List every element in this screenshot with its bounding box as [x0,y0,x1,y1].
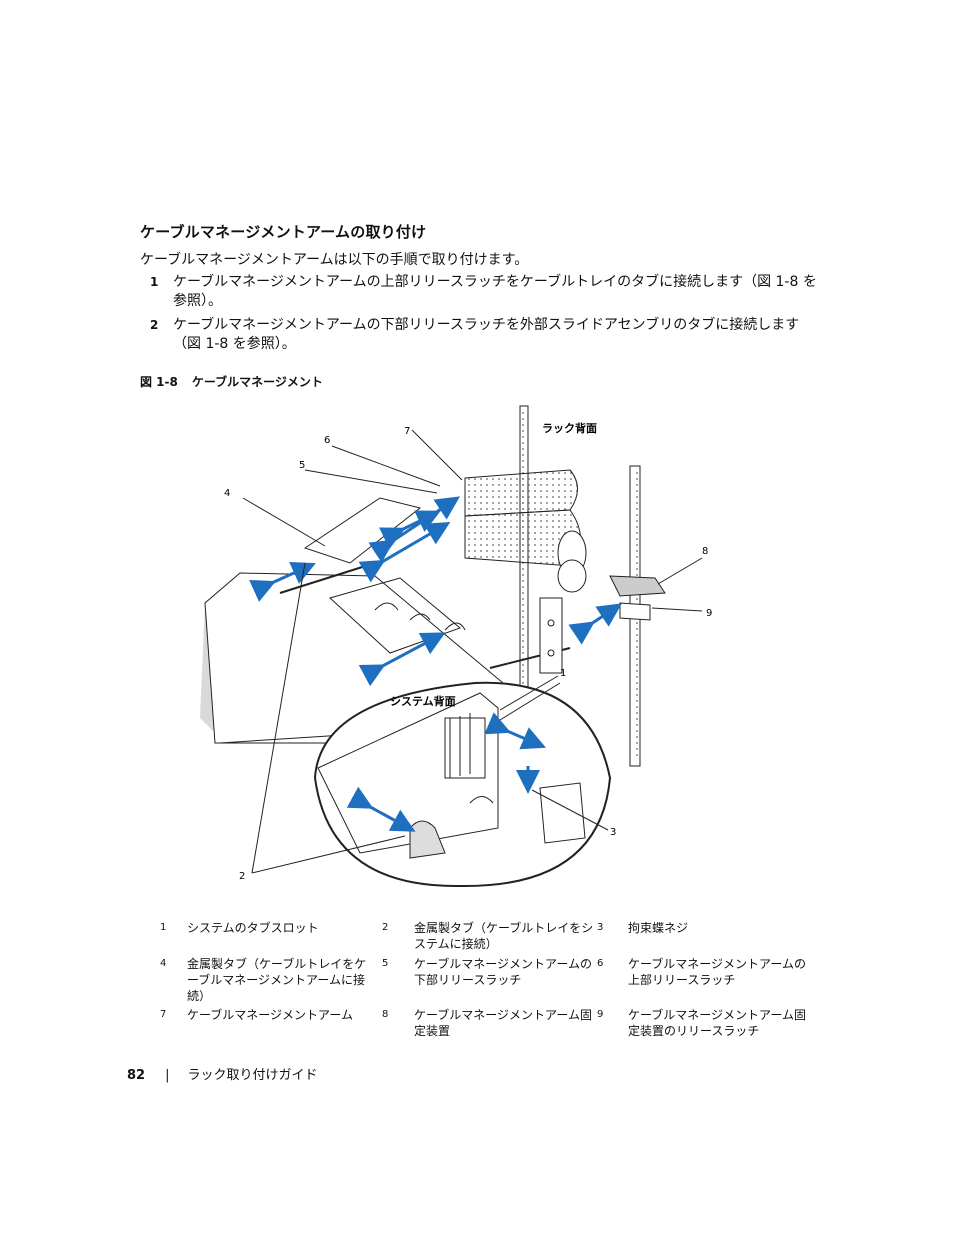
step-text: ケーブルマネージメントアームの上部リリースラッチをケーブルトレイのタブに接続しま… [173,274,817,309]
callout-8: 8 [702,546,708,557]
step-1: 1 ケーブルマネージメントアームの上部リリースラッチをケーブルトレイのタブに接続… [150,273,820,313]
rear-bracket [539,597,563,674]
legend-number: 9 [597,1009,604,1020]
legend-text: ケーブルマネージメントアームの下部リリースラッチ [414,957,592,987]
callout-5: 5 [299,460,305,471]
legend-text: システムのタブスロット [187,921,319,935]
footer-separator: | [165,1068,170,1083]
legend-text: ケーブルマネージメントアーム固定装置 [414,1008,592,1038]
legend-text: 拘束蝶ネジ [628,921,689,935]
callout-6: 6 [324,435,330,446]
legend-number: 5 [382,958,389,969]
step-2: 2 ケーブルマネージメントアームの下部リリースラッチを外部スライドアセンブリのタ… [150,316,820,356]
legend-row: 4 金属製タブ（ケーブルトレイをケーブルマネージメントアームに接続） 5 ケーブ… [160,956,806,1007]
legend-row: 7 ケーブルマネージメントアーム 8 ケーブルマネージメントアーム固定装置 9 … [160,1007,806,1043]
step-number: 2 [150,318,159,332]
figure-number: 図 1-8 [140,375,178,389]
legend-row: 1 システムのタブスロット 2 金属製タブ（ケーブルトレイをシステムに接続） 3… [160,920,800,956]
legend-number: 8 [382,1009,389,1020]
legend-text: ケーブルマネージメントアーム固定装置のリリースラッチ [628,1008,806,1038]
figure-title: ケーブルマネージメント [191,375,323,389]
callout-7: 7 [404,426,410,437]
page-footer: 82 | ラック取り付けガイド [127,1064,318,1083]
legend-text: ケーブルマネージメントアーム [187,1008,353,1022]
step-number: 1 [150,275,159,289]
legend-number: 3 [597,922,604,933]
legend-number: 6 [597,958,604,969]
callout-2: 2 [239,871,245,882]
footer-title: ラック取り付けガイド [187,1068,318,1083]
callout-4: 4 [224,488,230,499]
legend-number: 4 [160,958,167,969]
callout-1: 1 [560,668,566,679]
arm-retention-device [609,575,666,621]
section-heading: ケーブルマネージメントアームの取り付け [140,223,427,241]
legend-number: 2 [382,922,389,933]
cable-management-arm [464,469,587,593]
direction-arrows [249,496,622,687]
intro-text: ケーブルマネージメントアームは以下の手順で取り付けます。 [140,252,529,268]
cable-management-diagram: 1 2 3 4 5 6 7 8 9 ラック背面 システム背面 [200,405,712,888]
label-rack-rear: ラック背面 [542,421,597,435]
figure-legend: 1 システムのタブスロット 2 金属製タブ（ケーブルトレイをシステムに接続） 3… [160,920,806,1043]
legend-text: 金属製タブ（ケーブルトレイをシステムに接続） [414,921,594,951]
legend-text: ケーブルマネージメントアームの上部リリースラッチ [628,957,806,987]
legend-text: 金属製タブ（ケーブルトレイをケーブルマネージメントアームに接続） [187,957,367,1003]
legend-number: 7 [160,1009,167,1020]
callout-9: 9 [706,608,712,619]
page-number: 82 [127,1068,146,1083]
figure-caption: 図 1-8 ケーブルマネージメント [140,373,323,390]
legend-number: 1 [160,922,167,933]
callout-3: 3 [610,827,616,838]
step-text: ケーブルマネージメントアームの下部リリースラッチを外部スライドアセンブリのタブに… [173,317,800,352]
label-system-rear: システム背面 [390,694,456,708]
leader-lines [242,429,703,874]
system-rear-zoom [313,681,612,888]
